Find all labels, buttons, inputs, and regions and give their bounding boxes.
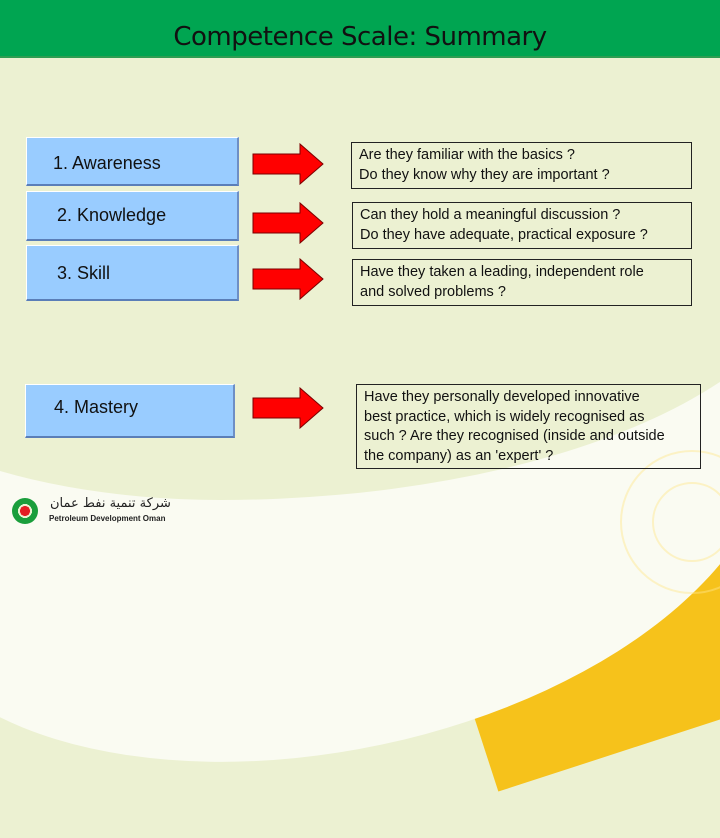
pdo-emblem-icon: [12, 498, 38, 524]
question-box-knowledge: Can they hold a meaningful discussion ? …: [352, 202, 692, 249]
arrow-right-icon: [252, 258, 324, 300]
title-bar: Competence Scale: Summary: [0, 0, 720, 58]
slide-title: Competence Scale: Summary: [173, 22, 547, 52]
logo-english-text: Petroleum Development Oman: [49, 514, 166, 523]
question-box-skill: Have they taken a leading, independent r…: [352, 259, 692, 306]
question-line: Have they taken a leading, independent r…: [360, 264, 644, 280]
arrow-right-icon: [252, 143, 324, 185]
question-line: the company) as an 'expert' ?: [364, 447, 554, 464]
arrow-right-icon: [252, 387, 324, 429]
level-box-mastery: 4. Mastery: [25, 384, 235, 438]
question-line: Do they have adequate, practical exposur…: [360, 226, 648, 243]
question-line: and solved problems ?: [360, 283, 506, 300]
question-box-mastery: Have they personally developed innovativ…: [356, 384, 701, 469]
logo-arabic-text: شركة تنمية نفط عمان: [50, 496, 171, 511]
question-line: Are they familiar with the basics ?: [359, 147, 575, 163]
level-label: 1. Awareness: [53, 153, 161, 173]
level-box-awareness: 1. Awareness: [26, 137, 239, 186]
level-label: 3. Skill: [57, 263, 111, 283]
question-line: Do they know why they are important ?: [359, 166, 610, 183]
level-label: 4. Mastery: [54, 397, 139, 417]
arrow-right-icon: [252, 202, 324, 244]
question-line: Have they personally developed innovativ…: [364, 389, 640, 405]
level-box-knowledge: 2. Knowledge: [26, 191, 239, 241]
question-line: such ? Are they recognised (inside and o…: [364, 428, 665, 444]
level-label: 2. Knowledge: [57, 205, 167, 225]
question-line: best practice, which is widely recognise…: [364, 408, 645, 425]
level-box-skill: 3. Skill: [26, 245, 239, 301]
question-line: Can they hold a meaningful discussion ?: [360, 207, 621, 223]
question-box-awareness: Are they familiar with the basics ? Do t…: [351, 142, 692, 189]
